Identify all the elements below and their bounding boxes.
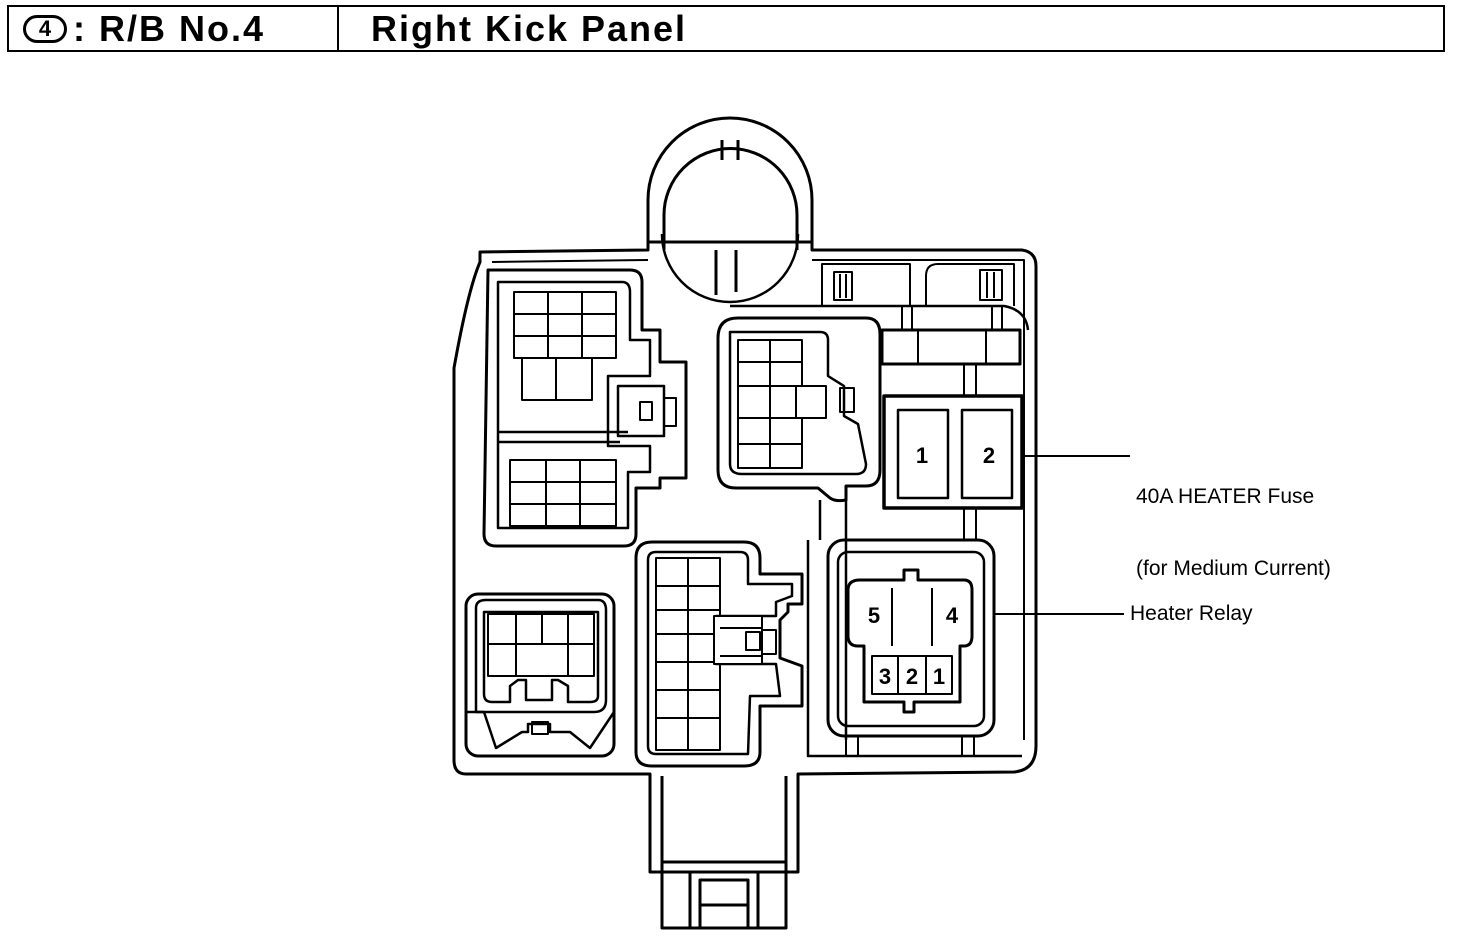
fuse-callout-label: 40A HEATER Fuse (for Medium Current)	[1136, 437, 1331, 605]
circled-number-badge: 4	[23, 14, 67, 43]
connector-lower-left	[464, 592, 616, 758]
relay-pin-label: 3	[879, 664, 891, 689]
fuse-slot-label: 2	[983, 443, 995, 468]
location-cell: Right Kick Panel	[339, 7, 1443, 50]
relay-block-housing	[452, 240, 1038, 874]
relay-pin-label: 4	[946, 603, 959, 628]
bottom-tab	[660, 776, 788, 930]
relay-pin-label: 5	[868, 603, 880, 628]
top-right-clips	[821, 263, 1022, 396]
title-bar: 4 : R/B No.4 Right Kick Panel	[7, 5, 1445, 52]
relay-pin-label: 1	[933, 664, 945, 689]
relay-pin-label: 2	[906, 664, 918, 689]
fuse-callout-line2: (for Medium Current)	[1136, 557, 1331, 580]
connector-lower-middle	[634, 540, 804, 768]
connector-upper-left	[482, 268, 688, 548]
heater-fuse-holder	[882, 394, 1024, 540]
mounting-ring	[646, 116, 814, 304]
location-title: Right Kick Panel	[371, 7, 688, 49]
fuse-callout-line1: 40A HEATER Fuse	[1136, 485, 1315, 508]
relay-callout-label: Heater Relay	[1130, 602, 1253, 625]
block-code: : R/B No.4	[73, 7, 266, 49]
fuse-slot-label: 1	[916, 443, 928, 468]
connector-upper-middle	[716, 304, 1030, 740]
block-id-cell: 4 : R/B No.4	[9, 7, 339, 50]
heater-relay-socket	[806, 500, 1022, 758]
